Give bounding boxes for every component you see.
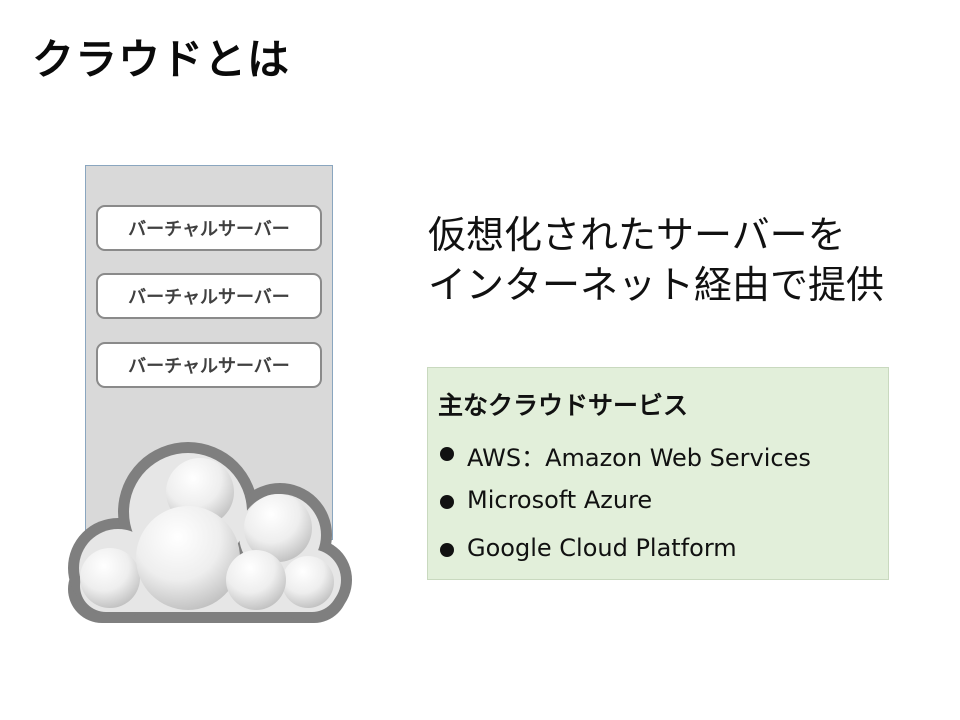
list-item: Google Cloud Platform	[440, 534, 811, 582]
cloud-icon	[68, 442, 352, 623]
bullet-icon	[440, 447, 454, 461]
virtual-server-box: バーチャルサーバー	[96, 273, 322, 319]
bullet-icon	[440, 543, 454, 557]
virtual-server-box: バーチャルサーバー	[96, 205, 322, 251]
slide-title: クラウドとは	[32, 35, 291, 84]
list-item: AWS：Amazon Web Services	[440, 438, 811, 486]
list-item: Microsoft Azure	[440, 486, 811, 534]
service-list: AWS：Amazon Web Services Microsoft Azure …	[440, 438, 811, 582]
server-stack-panel: バーチャルサーバー バーチャルサーバー バーチャルサーバー	[85, 165, 333, 540]
virtual-server-box: バーチャルサーバー	[96, 342, 322, 388]
service-name: Microsoft Azure	[467, 486, 653, 514]
headline-line-1: 仮想化されたサーバーを	[428, 213, 846, 257]
service-name: AWS：Amazon Web Services	[467, 444, 811, 472]
service-name: Google Cloud Platform	[467, 534, 737, 562]
cloud-services-box: 主なクラウドサービス AWS：Amazon Web Services Micro…	[427, 367, 889, 580]
headline: 仮想化されたサーバーを インターネット経由で提供	[428, 210, 884, 310]
headline-line-2: インターネット経由で提供	[428, 263, 885, 307]
services-heading: 主なクラウドサービス	[438, 391, 689, 420]
bullet-icon	[440, 495, 454, 509]
